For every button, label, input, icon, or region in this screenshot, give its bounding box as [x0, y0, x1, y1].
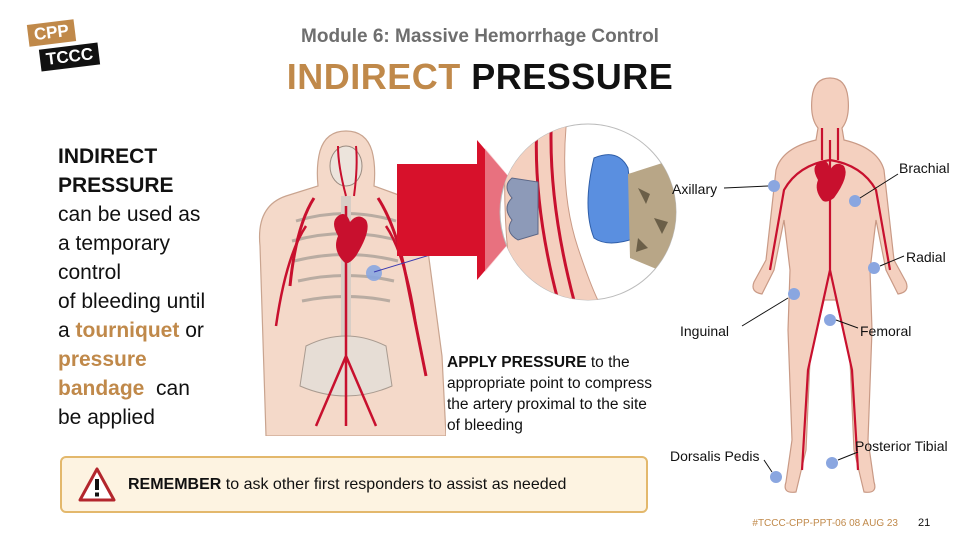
- label-axillary: Axillary: [672, 181, 718, 197]
- pressure-word: pressure: [58, 348, 147, 371]
- desc-line-7-post: can: [156, 377, 190, 400]
- label-brachial: Brachial: [899, 160, 950, 176]
- remember-text: REMEMBER to ask other first responders t…: [128, 476, 566, 494]
- desc-line-3: control: [58, 261, 122, 284]
- tourniquet-word: tourniquet: [75, 319, 180, 342]
- label-femoral: Femoral: [860, 323, 912, 339]
- label-radial: Radial: [906, 249, 946, 265]
- desc-line-2: a temporary: [58, 232, 171, 255]
- title-highlight: INDIRECT: [286, 56, 461, 97]
- title-rest: PRESSURE: [471, 56, 674, 97]
- warning-triangle-icon: [78, 467, 116, 502]
- desc-line-5-post: or: [185, 319, 204, 342]
- footer-code: #TCCC-CPP-PPT-06 08 AUG 23: [752, 518, 898, 529]
- page-number: 21: [918, 517, 931, 529]
- remember-rest: to ask other first responders to assist …: [225, 476, 567, 493]
- label-dorsalis-pedis: Dorsalis Pedis: [670, 448, 760, 464]
- remember-callout: REMEMBER to ask other first responders t…: [60, 456, 648, 513]
- heading-line-2: PRESSURE: [58, 174, 174, 197]
- indirect-pressure-description: INDIRECT PRESSURE can be used as a tempo…: [58, 142, 248, 432]
- slide-title: INDIRECT PRESSURE: [0, 56, 960, 98]
- apply-pressure-bold: APPLY PRESSURE: [447, 354, 587, 371]
- label-posterior-tibial: Posterior Tibial: [855, 438, 948, 454]
- desc-line-4: of bleeding until: [58, 290, 206, 313]
- full-body-pressure-points-diagram: [723, 77, 908, 493]
- apply-pressure-rest-3: the artery proximal to the site: [447, 396, 647, 413]
- heading-line-1: INDIRECT: [58, 145, 158, 168]
- bandage-word: bandage: [58, 377, 145, 400]
- desc-line-8: be applied: [58, 406, 155, 429]
- remember-bold: REMEMBER: [128, 476, 222, 493]
- module-subtitle: Module 6: Massive Hemorrhage Control: [301, 26, 659, 47]
- apply-pressure-instruction: APPLY PRESSURE to the appropriate point …: [447, 352, 697, 436]
- label-inguinal: Inguinal: [680, 323, 730, 339]
- apply-pressure-rest-4: of bleeding: [447, 417, 523, 434]
- desc-line-5-pre: a: [58, 319, 70, 342]
- apply-pressure-rest-1: to the: [590, 354, 630, 371]
- apply-pressure-rest-2: appropriate point to compress: [447, 375, 653, 392]
- desc-line-1: can be used as: [58, 203, 201, 226]
- gloved-hand-compression-illustration: [499, 123, 677, 301]
